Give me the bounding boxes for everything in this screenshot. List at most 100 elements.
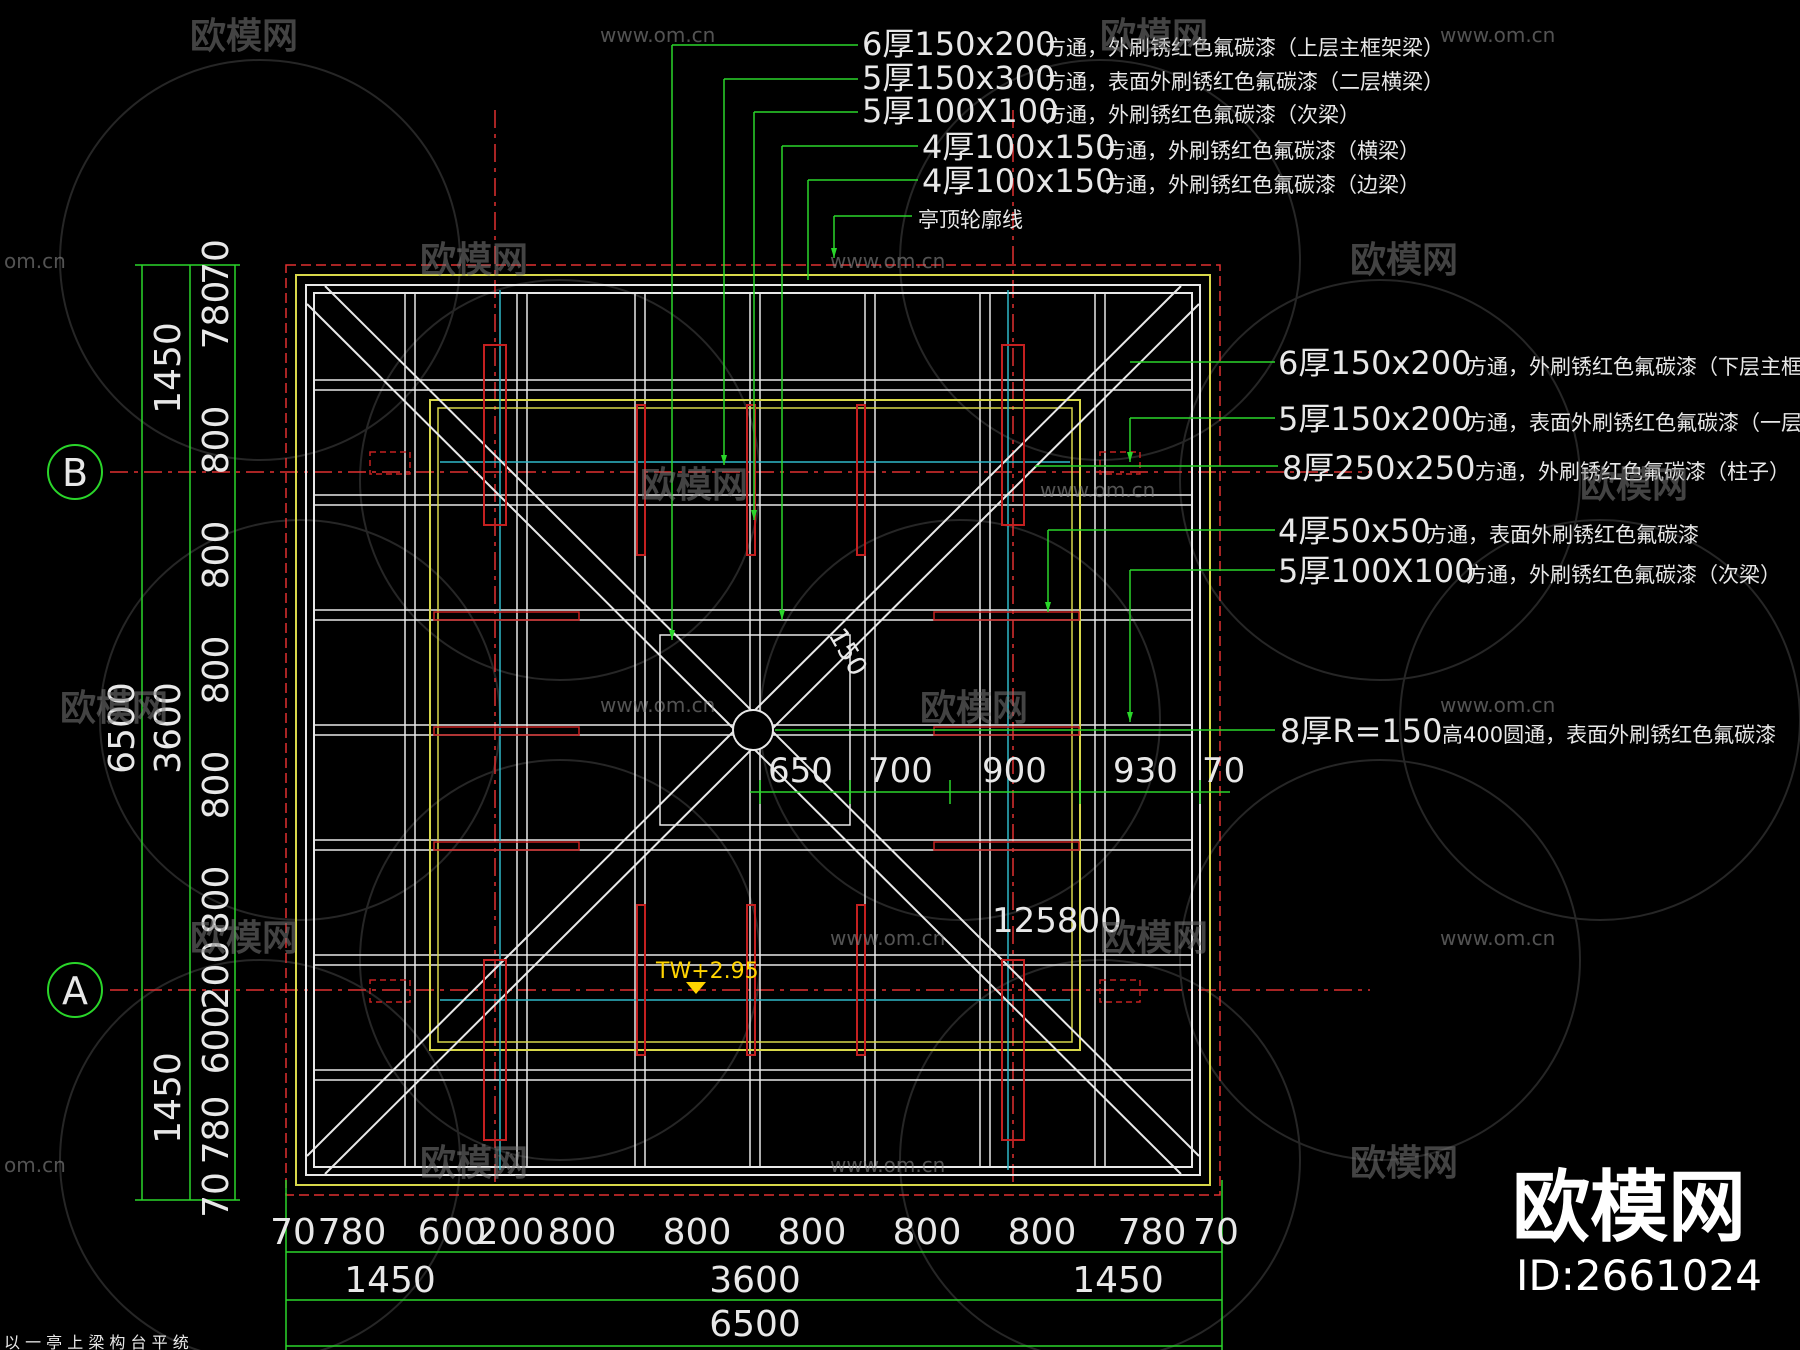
leader-arrow-icon xyxy=(831,248,837,258)
leader-lines xyxy=(669,44,1278,731)
watermark-logo-large: 欧模网 xyxy=(1512,1163,1746,1253)
watermark-url: www.om.cn xyxy=(1440,693,1555,717)
left-dim-value: 800 xyxy=(196,636,237,705)
annotation-top-6-desc: 亭顶轮廓线 xyxy=(918,208,1023,232)
watermark-url: www.om.cn xyxy=(600,693,715,717)
watermark-ring xyxy=(1179,279,1581,681)
annotation-top-2-size: 5厚150x300 xyxy=(862,59,1055,97)
dim-misc: 125800 xyxy=(992,901,1122,941)
bottom-dim-value: 70 xyxy=(1193,1212,1239,1253)
watermark-ring xyxy=(59,59,461,461)
leader-arrow-icon xyxy=(1045,602,1051,612)
watermark-logo: 欧模网 xyxy=(1580,465,1688,506)
annotation-right-5-size: 5厚100X100 xyxy=(1278,552,1474,590)
watermark-url: www.om.cn xyxy=(1440,23,1555,47)
beam-marker xyxy=(933,841,1080,851)
left-dim-value: 70 xyxy=(196,239,237,285)
watermark-circles xyxy=(59,59,1800,1350)
watermark-logo: 欧模网 xyxy=(1350,240,1458,281)
dim-center-900: 900 xyxy=(982,751,1047,791)
left-dim-value: 780 xyxy=(196,1096,237,1165)
watermark-logo: 欧模网 xyxy=(920,688,1028,729)
watermark-logo: 欧模网 xyxy=(1100,16,1208,57)
left-dim-value: 800 xyxy=(196,406,237,475)
watermark-ring xyxy=(899,959,1301,1350)
bottom-dim-subtotal: 1450 xyxy=(1072,1260,1164,1301)
dim-center-650: 650 xyxy=(768,751,833,791)
watermark-logo: 欧模网 xyxy=(190,918,298,959)
watermark-logo: 欧模网 xyxy=(640,465,748,506)
watermark-url: www.om.cn xyxy=(1440,926,1555,950)
axis-lines xyxy=(110,110,1370,1196)
watermark-url: www.om.cn xyxy=(830,926,945,950)
annotation-right-5-desc: 方通，外刷锈红色氟碳漆（次梁） xyxy=(1466,563,1781,587)
annotation-right-1-size: 6厚150x200 xyxy=(1278,344,1471,382)
annotation-top-4-desc: 方通，外刷锈红色氟碳漆（横梁） xyxy=(1105,139,1420,163)
watermark-url: om.cn xyxy=(4,1153,66,1177)
beam-marker xyxy=(746,904,756,1056)
watermark-logo: 欧模网 xyxy=(1350,1143,1458,1184)
annotation-right-6-size: 8厚R=150 xyxy=(1280,712,1443,750)
beam-marker xyxy=(636,904,646,1056)
watermark-url: om.cn xyxy=(4,249,66,273)
column-marker xyxy=(1001,959,1025,1141)
bottom-dim-value: 800 xyxy=(1008,1212,1077,1253)
column-marker-dashed xyxy=(369,451,411,475)
bottom-dim-value: 800 xyxy=(893,1212,962,1253)
bottom-dim-value: 600 xyxy=(418,1212,487,1253)
leader-arrow-icon xyxy=(721,455,727,465)
annotation-top-3-desc: 方通，外刷锈红色氟碳漆（次梁） xyxy=(1045,103,1360,127)
bottom-dim-value: 70 xyxy=(270,1212,316,1253)
elevation-mark: TW+2.95 xyxy=(655,959,759,984)
left-dim-subtotal: 1450 xyxy=(148,322,189,414)
axis-bubble-b xyxy=(47,444,103,500)
annotation-right-3-desc: 方通，外刷锈红色氟碳漆（柱子） xyxy=(1475,460,1790,484)
watermark-logo: 欧模网 xyxy=(190,16,298,57)
watermark-ring xyxy=(1399,519,1800,921)
dimension-lines xyxy=(135,264,1230,1350)
annotation-top-1-size: 6厚150x200 xyxy=(862,25,1055,63)
diagonal-beams xyxy=(306,285,1200,1175)
watermarks: 欧模网欧模网欧模网欧模网欧模网欧模网欧模网欧模网欧模网欧模网欧模网欧模网www.… xyxy=(4,16,1688,1184)
column-marker xyxy=(1001,344,1025,526)
beam-marker xyxy=(856,904,866,1056)
left-dim-value: 800 xyxy=(196,866,237,935)
column-marker-dashed xyxy=(1099,979,1141,1003)
bottom-dim-value: 800 xyxy=(778,1212,847,1253)
axis-label-b: B xyxy=(62,451,88,495)
axis-label-a: A xyxy=(62,969,88,1013)
beam-marker xyxy=(636,404,646,556)
annotation-top-5-size: 4厚100x150 xyxy=(922,162,1115,200)
axis-bubble-a xyxy=(47,962,103,1018)
watermark-url: www.om.cn xyxy=(830,1153,945,1177)
beam-marker xyxy=(856,404,866,556)
elevation-triangle-icon xyxy=(686,982,706,994)
leader-arrow-icon xyxy=(1127,452,1133,462)
dim-center-700: 700 xyxy=(868,751,933,791)
beam-marker xyxy=(433,611,580,621)
beam-marker xyxy=(746,404,756,556)
bottom-dim-total: 6500 xyxy=(709,1304,801,1345)
bottom-dim-value: 780 xyxy=(318,1212,387,1253)
watermark-logo: 欧模网 xyxy=(60,688,168,729)
annotation-right-6-desc: 高400圆通，表面外刷锈红色氟碳漆 xyxy=(1442,723,1776,747)
watermark-ring xyxy=(59,959,461,1350)
left-dim-value: 600 xyxy=(196,1006,237,1075)
dim-center-930: 930 xyxy=(1113,751,1178,791)
bottom-dim-value: 800 xyxy=(663,1212,732,1253)
leader-arrow-icon xyxy=(779,610,785,620)
watermark-url: www.om.cn xyxy=(600,23,715,47)
annotation-top-4-size: 4厚100x150 xyxy=(922,128,1115,166)
column-marker xyxy=(483,344,507,526)
annotation-top-5-desc: 方通，外刷锈红色氟碳漆（边梁） xyxy=(1105,173,1420,197)
left-dim-value: 800 xyxy=(196,751,237,820)
left-dim-value: 70 xyxy=(196,1172,237,1218)
column-markers xyxy=(369,344,1141,1141)
column-marker-dashed xyxy=(369,979,411,1003)
annotation-right-2-desc: 方通，表面外刷锈红色氟碳漆（一层横梁） xyxy=(1466,411,1800,435)
